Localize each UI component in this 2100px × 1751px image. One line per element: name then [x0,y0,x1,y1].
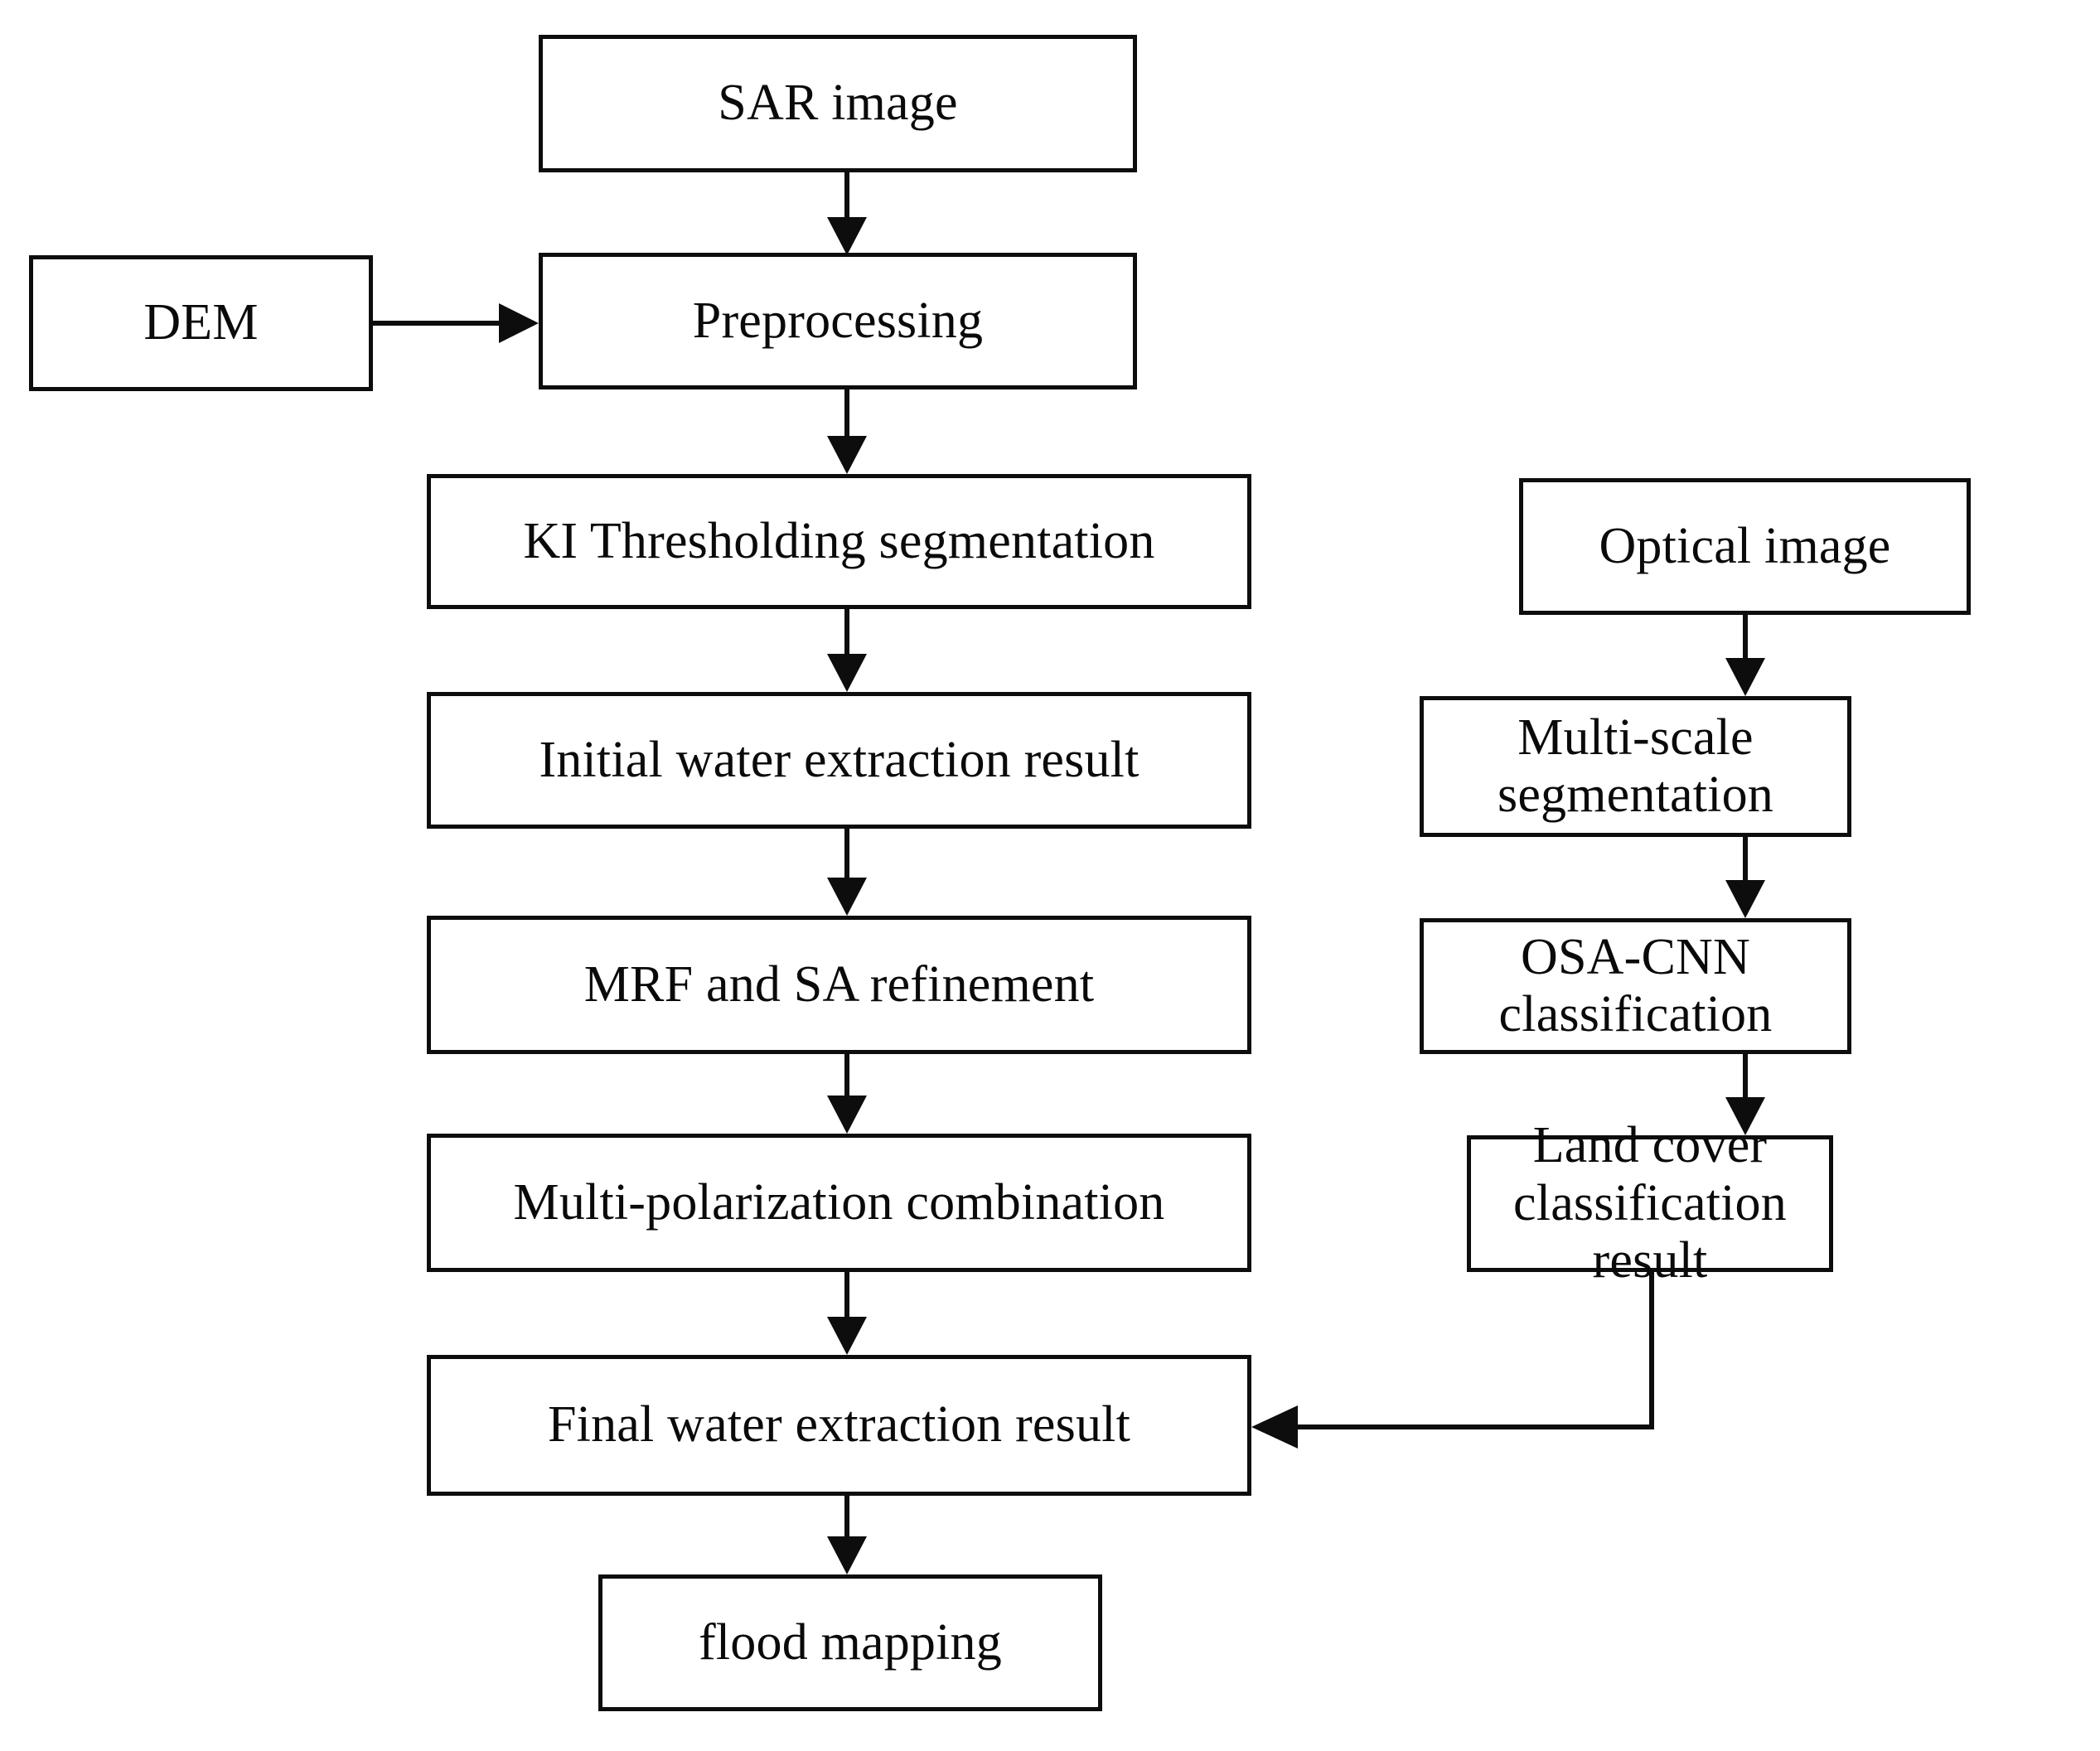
edge-mrf-to-multi-polarization [827,1054,867,1134]
node-optical-image[interactable]: Optical image [1519,478,1971,615]
edge-initial-water-to-mrf [827,829,867,916]
edge-sar-to-preprocessing [827,172,867,255]
node-initial-water-extraction-result[interactable]: Initial water extraction result [427,692,1251,829]
node-optical-image-label: Optical image [1599,517,1891,574]
node-sar-image[interactable]: SAR image [539,35,1137,172]
node-ki-thresholding-segmentation-label: KI Thresholding segmentation [523,512,1155,569]
node-osa-cnn-classification-label: OSA-CNN classification [1498,928,1773,1042]
node-initial-water-extraction-result-label: Initial water extraction result [539,731,1140,788]
node-osa-cnn-classification[interactable]: OSA-CNN classification [1420,918,1851,1054]
node-land-cover-classification-result[interactable]: Land cover classification result [1467,1117,1833,1289]
node-preprocessing-label: Preprocessing [692,292,984,349]
node-ki-thresholding-segmentation[interactable]: KI Thresholding segmentation [427,474,1251,609]
node-sar-image-label: SAR image [718,75,958,132]
node-mrf-and-sa-refinement-label: MRF and SA refinement [583,955,1095,1013]
edge-multi-scale-to-osa-cnn [1725,837,1765,918]
node-multi-polarization-combination[interactable]: Multi-polarization combination [427,1134,1251,1272]
edge-final-water-to-flood-mapping [827,1496,867,1574]
node-multi-scale-segmentation[interactable]: Multi-scale segmentation [1420,696,1851,837]
node-land-cover-classification-result-label: Land cover classification result [1513,1117,1787,1289]
edge-optical-to-multi-scale [1725,615,1765,696]
node-multi-polarization-combination-label: Multi-polarization combination [513,1173,1165,1231]
node-final-water-extraction-result-label: Final water extraction result [547,1396,1131,1454]
node-flood-mapping-label: flood mapping [699,1613,1002,1671]
node-dem-label: DEM [143,294,259,351]
node-multi-scale-segmentation-label: Multi-scale segmentation [1498,709,1773,823]
node-mrf-and-sa-refinement[interactable]: MRF and SA refinement [427,916,1251,1054]
edge-multi-polarization-to-final-water [827,1272,867,1355]
node-preprocessing[interactable]: Preprocessing [539,253,1137,389]
edge-preprocessing-to-ki [827,389,867,474]
edge-land-cover-to-final-water [1251,1272,1654,1449]
edge-dem-to-preprocessing [373,303,539,343]
node-final-water-extraction-result[interactable]: Final water extraction result [427,1355,1251,1496]
node-dem[interactable]: DEM [29,255,373,391]
edge-ki-to-initial-water [827,609,867,692]
node-flood-mapping[interactable]: flood mapping [598,1574,1102,1711]
